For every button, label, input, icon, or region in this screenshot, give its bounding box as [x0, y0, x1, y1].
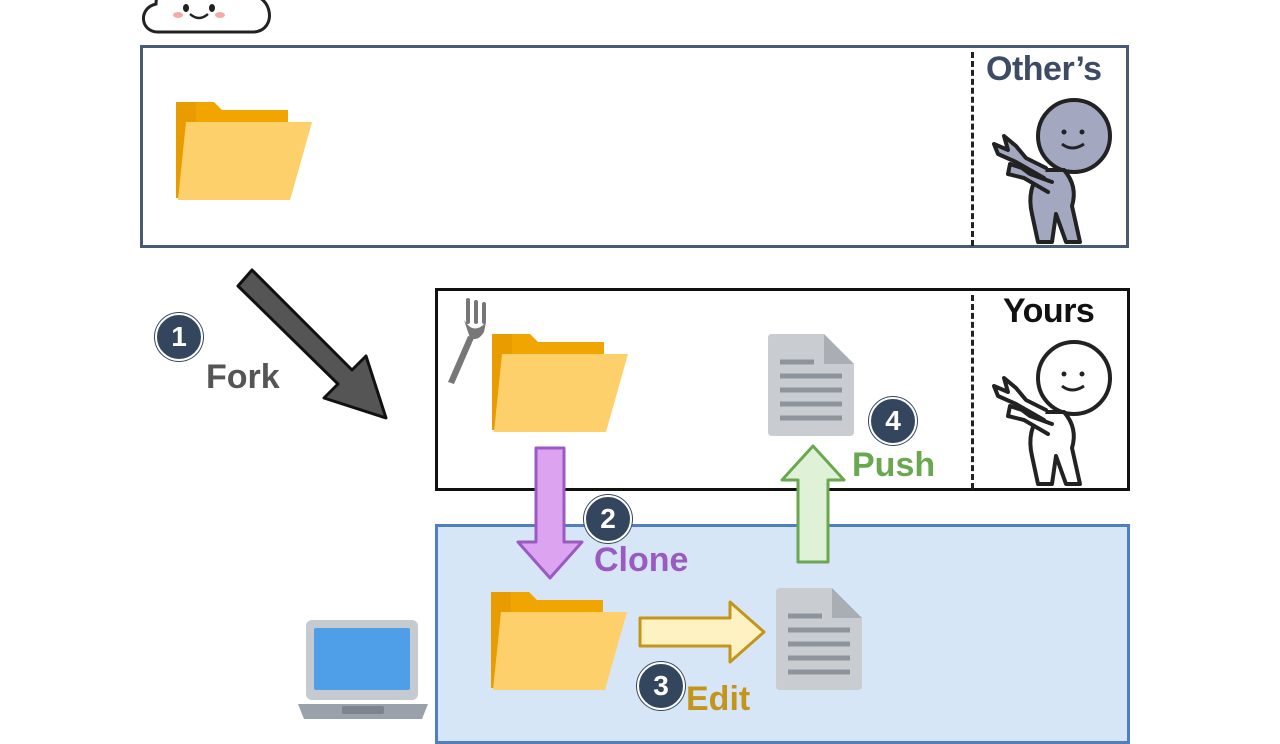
folder-icon-local — [491, 592, 627, 690]
your-person-icon — [992, 340, 1112, 486]
document-icon-local — [776, 588, 862, 690]
step-4-label: Push — [852, 446, 936, 484]
step-3-badge: 3 — [637, 662, 685, 710]
fork-arrow — [236, 268, 388, 420]
step-3-label: Edit — [686, 680, 751, 718]
yours-label: Yours — [1003, 292, 1095, 330]
others-divider — [971, 52, 974, 246]
yours-divider — [971, 295, 974, 489]
edit-arrow — [638, 600, 766, 664]
step-1-label: Fork — [206, 358, 280, 396]
folder-icon-others — [176, 102, 312, 200]
laptop-icon — [298, 620, 428, 719]
others-label: Other’s — [986, 50, 1102, 88]
cloud-icon — [142, 0, 271, 34]
push-arrow — [780, 444, 846, 564]
step-2-badge: 2 — [584, 495, 632, 543]
step-1-badge: 1 — [155, 313, 203, 361]
fork-icon — [448, 298, 486, 384]
step-2-label: Clone — [594, 541, 689, 579]
other-person-icon — [992, 98, 1112, 244]
folder-icon-yours — [492, 334, 628, 432]
step-4-badge: 4 — [869, 397, 917, 445]
document-icon-yours — [768, 334, 854, 436]
clone-arrow — [516, 446, 584, 580]
